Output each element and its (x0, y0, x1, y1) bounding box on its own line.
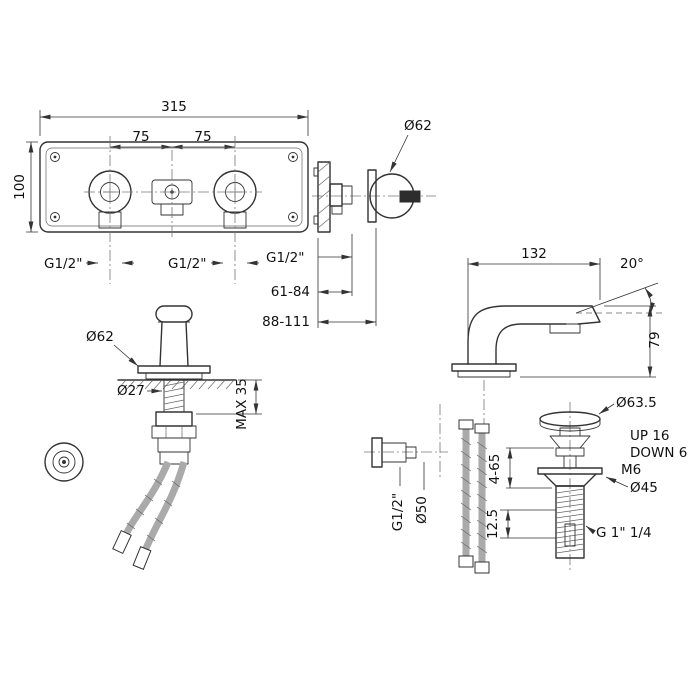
waste-flange-and-tail (537, 467, 603, 559)
waste-up-label: UP 16 (630, 428, 670, 444)
dimension-offset: 12.5 (485, 509, 556, 539)
dim-depth-min-label: 61-84 (271, 284, 310, 300)
spout-profile (451, 305, 601, 428)
thread-label-left: G1/2" (44, 256, 82, 272)
dimension-spout-angle: 20° (575, 256, 662, 314)
side-view-spout: 132 20° 79 (451, 246, 663, 428)
waste-cap-dia-label: Ø63.5 (616, 395, 657, 411)
dim-outlet-height-label: 79 (647, 331, 663, 348)
front-view-control-button (44, 442, 84, 482)
mounting-plate (39, 141, 309, 233)
dimension-max-deck: MAX 35 (196, 378, 262, 430)
waste-mechanism (549, 427, 591, 468)
dimension-spout-height: 79 (520, 305, 663, 378)
hose-fitting (474, 423, 490, 434)
dim-offset-label: 12.5 (485, 509, 501, 539)
thread-callouts: G1/2" G1/2" G1/2" (44, 250, 352, 272)
waste-thread-label: G 1" 1/4 (596, 525, 652, 541)
thread-label-side: G1/2" (266, 250, 304, 266)
dimension-spout-reach: 132 (467, 246, 601, 338)
aerator (549, 323, 581, 334)
dim-height-label: 100 (12, 174, 28, 200)
dimension-hole-spacing: 75 75 (110, 129, 235, 150)
hose-fitting (458, 555, 474, 568)
popup-waste: Ø63.5 UP 16 DOWN 6 M6 Ø45 G 1" 1/4 4-65 … (485, 395, 687, 570)
escutcheon-plate-side (367, 169, 377, 223)
spout-front-profile (117, 305, 237, 465)
valve-body-side (329, 183, 343, 207)
dia-shank-label: Ø27 (117, 383, 145, 399)
waste-screw-label: M6 (621, 462, 641, 478)
spout-supply-hoses (112, 460, 188, 570)
dim-max-deck-label: MAX 35 (234, 378, 250, 430)
thread-label-center: G1/2" (168, 256, 206, 272)
dim-angle-label: 20° (620, 256, 644, 272)
dimension-total-width: 315 (39, 99, 309, 136)
dim-reach-label: 132 (521, 246, 547, 262)
valve-dia-label: Ø50 (414, 496, 430, 524)
waste-down-label: DOWN 6 (630, 445, 687, 461)
hose-fitting (458, 419, 474, 430)
waste-slot (564, 523, 576, 547)
dim-right-spacing-label: 75 (194, 129, 211, 145)
side-view-control-valve: G1/2" Ø50 (364, 404, 448, 531)
valve-thread-label: G1/2" (390, 493, 406, 531)
dia-base-label: Ø62 (86, 329, 114, 345)
dim-total-width-label: 315 (161, 99, 187, 115)
dimension-height: 100 (12, 141, 38, 233)
label-shank-diameter: Ø27 (117, 383, 162, 399)
waste-labels: Ø63.5 UP 16 DOWN 6 M6 Ø45 G 1" 1/4 (585, 395, 687, 541)
dim-clamp-range-label: 4-65 (487, 454, 503, 485)
waste-body-dia-label: Ø45 (630, 480, 658, 496)
label-escutcheon-diameter: Ø62 (389, 118, 432, 173)
dim-left-spacing-label: 75 (132, 129, 149, 145)
side-view-concealed-body: Ø62 (312, 118, 436, 233)
valve-connections (88, 170, 257, 229)
dimension-depth-ranges: 61-84 88-111 (262, 228, 377, 330)
wall-bracket (317, 161, 331, 233)
dimension-clamp-range: 4-65 (487, 447, 554, 489)
hose-fitting (132, 546, 152, 570)
dia-escutcheon-label: Ø62 (404, 118, 432, 134)
hose-fitting (112, 529, 132, 555)
hose-fitting (474, 561, 490, 574)
front-view-spout: Ø62 Ø27 MAX 35 (86, 305, 262, 570)
supply-hoses-vertical (458, 419, 490, 574)
label-spout-base-diameter: Ø62 (86, 329, 139, 367)
dim-depth-max-label: 88-111 (262, 314, 310, 330)
waste-cap (539, 411, 601, 432)
spout-outlet-stub (399, 190, 421, 203)
front-view-concealed-body: 315 75 75 100 (12, 99, 377, 330)
